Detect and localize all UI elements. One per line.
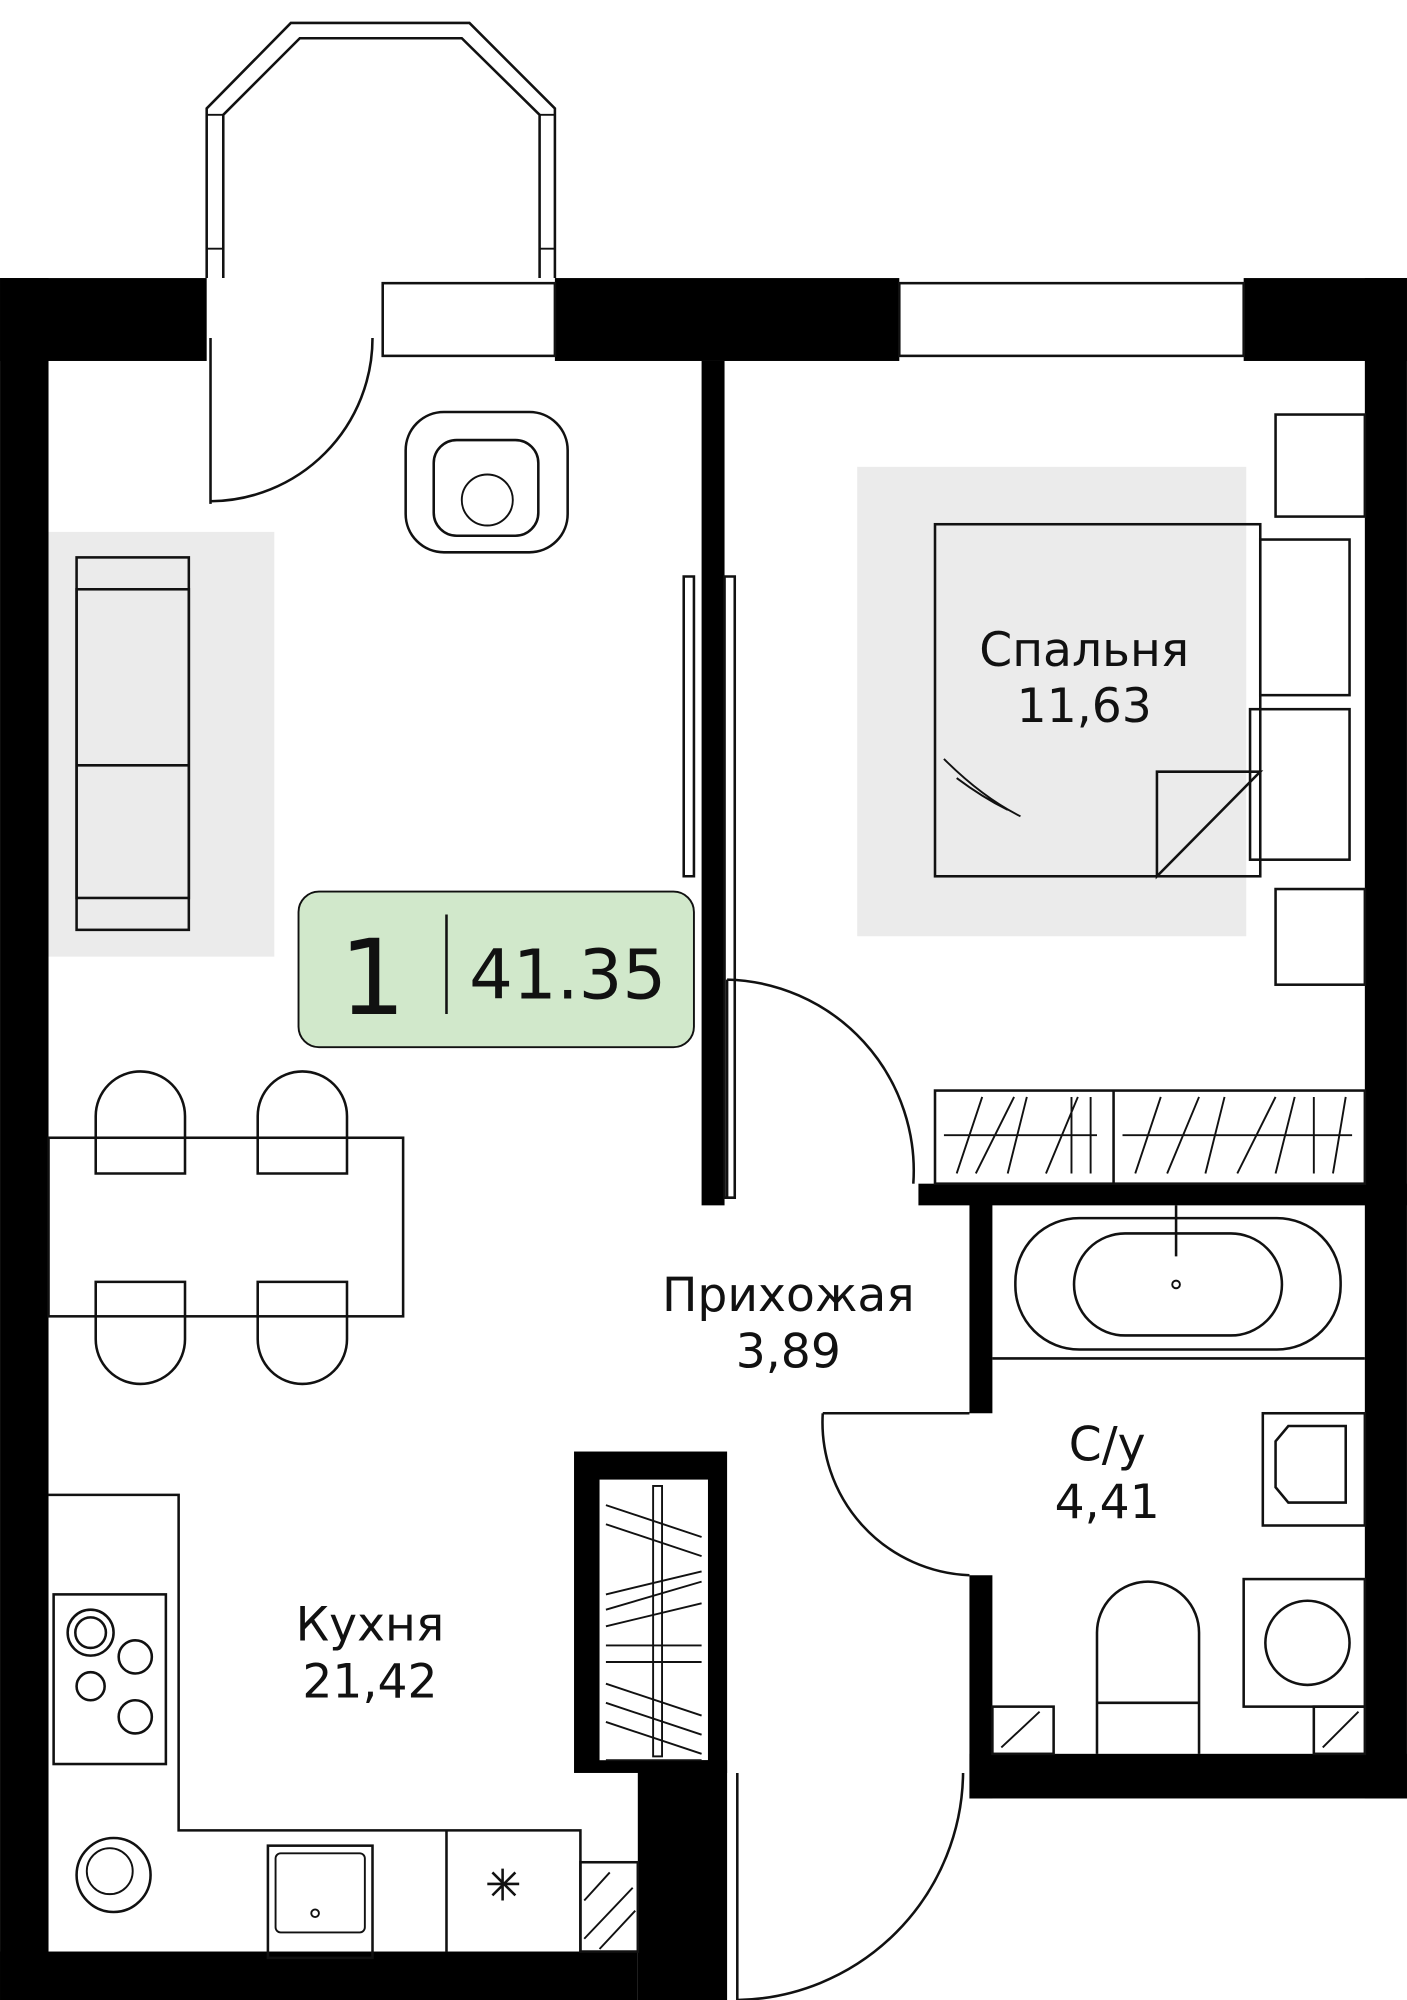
bed [933,413,1367,986]
shaft [991,1705,1367,1756]
kitchen-counter [48,1493,640,1960]
window [381,281,557,358]
bathtub [1014,1205,1342,1351]
kitchen-area: 21,42 [302,1655,437,1710]
kitchen-name: Кухня [296,1597,445,1652]
rooms-count: 1 [339,917,406,1039]
tv [682,575,737,1199]
armchair [404,410,569,554]
balcony [205,21,557,279]
balcony-door [209,338,374,504]
bathroom-name: С/у [1069,1417,1146,1472]
toilet [1095,1580,1201,1754]
bathroom-sink [1261,1411,1367,1527]
kitchen-closet-shelves [605,1485,702,1762]
total-area: 41.35 [469,936,666,1016]
walls [0,278,1407,2000]
entrance-door [736,1772,965,2000]
rug [48,531,275,957]
dining-table [47,1070,405,1386]
wardrobe [933,1089,1367,1185]
window [898,281,1245,358]
hallway-name: Прихожая [662,1268,915,1323]
sofa [75,556,191,932]
bedroom-door [725,978,916,1199]
bedroom-area: 11,63 [1017,679,1152,734]
washing-machine [1242,1577,1367,1708]
bathroom-area: 4,41 [1055,1475,1160,1530]
hallway-area: 3,89 [736,1324,841,1379]
area-badge: 1 41.35 [297,890,695,1049]
bedroom-name: Спальня [979,623,1189,678]
bathroom-door [821,1411,970,1577]
rug [857,466,1247,937]
